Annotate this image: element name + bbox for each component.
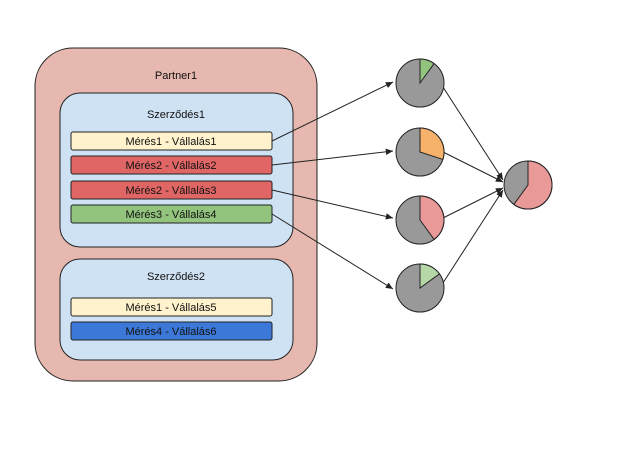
arrow-pie2-to-aggregate [442,151,504,183]
arrow-pie3-to-aggregate [442,187,504,219]
item-label-1-4: Mérés3 - Vállalás4 [125,209,216,221]
contract-label-1: Szerződés1 [147,109,205,121]
contract-label-2: Szerződés2 [147,271,205,283]
pie-chart-2 [395,127,445,177]
item-label-1-2: Mérés2 - Vállalás2 [125,160,216,172]
pie-4-slice [419,263,441,289]
item-box-2-2[interactable] [70,321,273,341]
aggregate-pie-slice [513,160,553,210]
partner-label: Partner1 [155,70,197,82]
pie-3-slice [419,195,445,241]
pie-chart-3 [395,195,445,245]
arrow-item2-to-pie2 [271,148,394,166]
item-label-1-3: Mérés2 - Vállalás3 [125,185,216,197]
arrow-pie4-to-aggregate [440,189,504,287]
pie-chart-4 [395,263,445,313]
pie-chart-1 [395,58,445,108]
arrow-pie1-to-aggregate [440,83,504,181]
item-label-2-1: Mérés1 - Vállalás5 [125,302,216,314]
item-box-2-1[interactable] [70,297,273,317]
arrow-item1-to-pie1 [271,81,394,142]
arrow-item3-to-pie3 [271,189,394,220]
arrow-item4-to-pie4 [271,213,394,290]
pie-1-slice [419,58,435,85]
pie-2-slice [419,127,445,161]
item-label-1-1: Mérés1 - Vállalás1 [125,136,216,148]
aggregate-pie-chart [503,160,553,210]
item-label-2-2: Mérés4 - Vállalás6 [125,326,216,338]
